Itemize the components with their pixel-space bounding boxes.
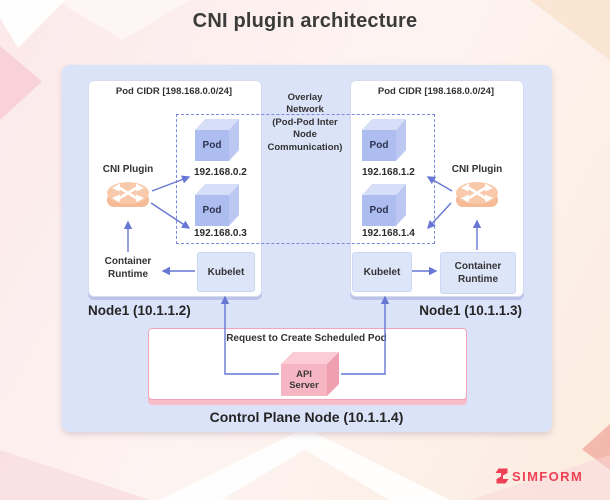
pod-cube-icon: Pod xyxy=(195,119,239,161)
pod-label: Pod xyxy=(362,130,396,161)
brand-name: SIMFORM xyxy=(512,468,584,484)
container-runtime-box: Container Runtime xyxy=(440,252,516,294)
cni-plugin-label: CNI Plugin xyxy=(102,164,154,175)
bg-salmon-right xyxy=(582,424,610,470)
api-server-label: API Server xyxy=(281,364,327,396)
kubelet-box: Kubelet xyxy=(352,252,412,292)
pod-cube-icon: Pod xyxy=(195,184,239,226)
container-runtime-label: Container Runtime xyxy=(104,256,152,280)
node2-pod-cidr-label: Pod CIDR [198.168.0.0/24] xyxy=(377,86,495,97)
bg-pink-bottom-left xyxy=(0,450,150,500)
overlay-network-label: Overlay Network (Pod-Pod Inter Node Comm… xyxy=(267,92,343,153)
router-icon xyxy=(107,182,149,207)
brand-logo: SIMFORM xyxy=(495,468,583,484)
router-icon xyxy=(456,182,498,207)
page-title: CNI plugin architecture xyxy=(192,10,418,32)
request-label: Request to Create Scheduled Pod xyxy=(226,333,387,344)
pod-cube-icon: Pod xyxy=(362,184,406,226)
api-server-cube-icon: API Server xyxy=(281,352,339,396)
node1-pod-cidr-label: Pod CIDR [198.168.0.0/24] xyxy=(115,86,233,97)
pod-cube-icon: Pod xyxy=(362,119,406,161)
kubelet-box: Kubelet xyxy=(197,252,255,292)
control-plane-node-label: Control Plane Node (10.1.1.4) xyxy=(209,409,404,425)
bg-triangle-left xyxy=(0,46,42,120)
pod-ip: 192.168.0.2 xyxy=(194,167,247,178)
pod-ip: 192.168.1.2 xyxy=(362,167,415,178)
node2-label: Node1 (10.1.1.3) xyxy=(419,303,522,318)
bg-chevron-bottom xyxy=(160,428,450,500)
pod-ip: 192.168.0.3 xyxy=(194,228,247,239)
cni-plugin-label: CNI Plugin xyxy=(451,164,503,175)
pod-label: Pod xyxy=(195,130,229,161)
node1-label: Node1 (10.1.1.2) xyxy=(88,303,191,318)
pod-ip: 192.168.1.4 xyxy=(362,228,415,239)
simform-logo-icon xyxy=(495,468,509,484)
pod-label: Pod xyxy=(195,195,229,226)
pod-label: Pod xyxy=(362,195,396,226)
